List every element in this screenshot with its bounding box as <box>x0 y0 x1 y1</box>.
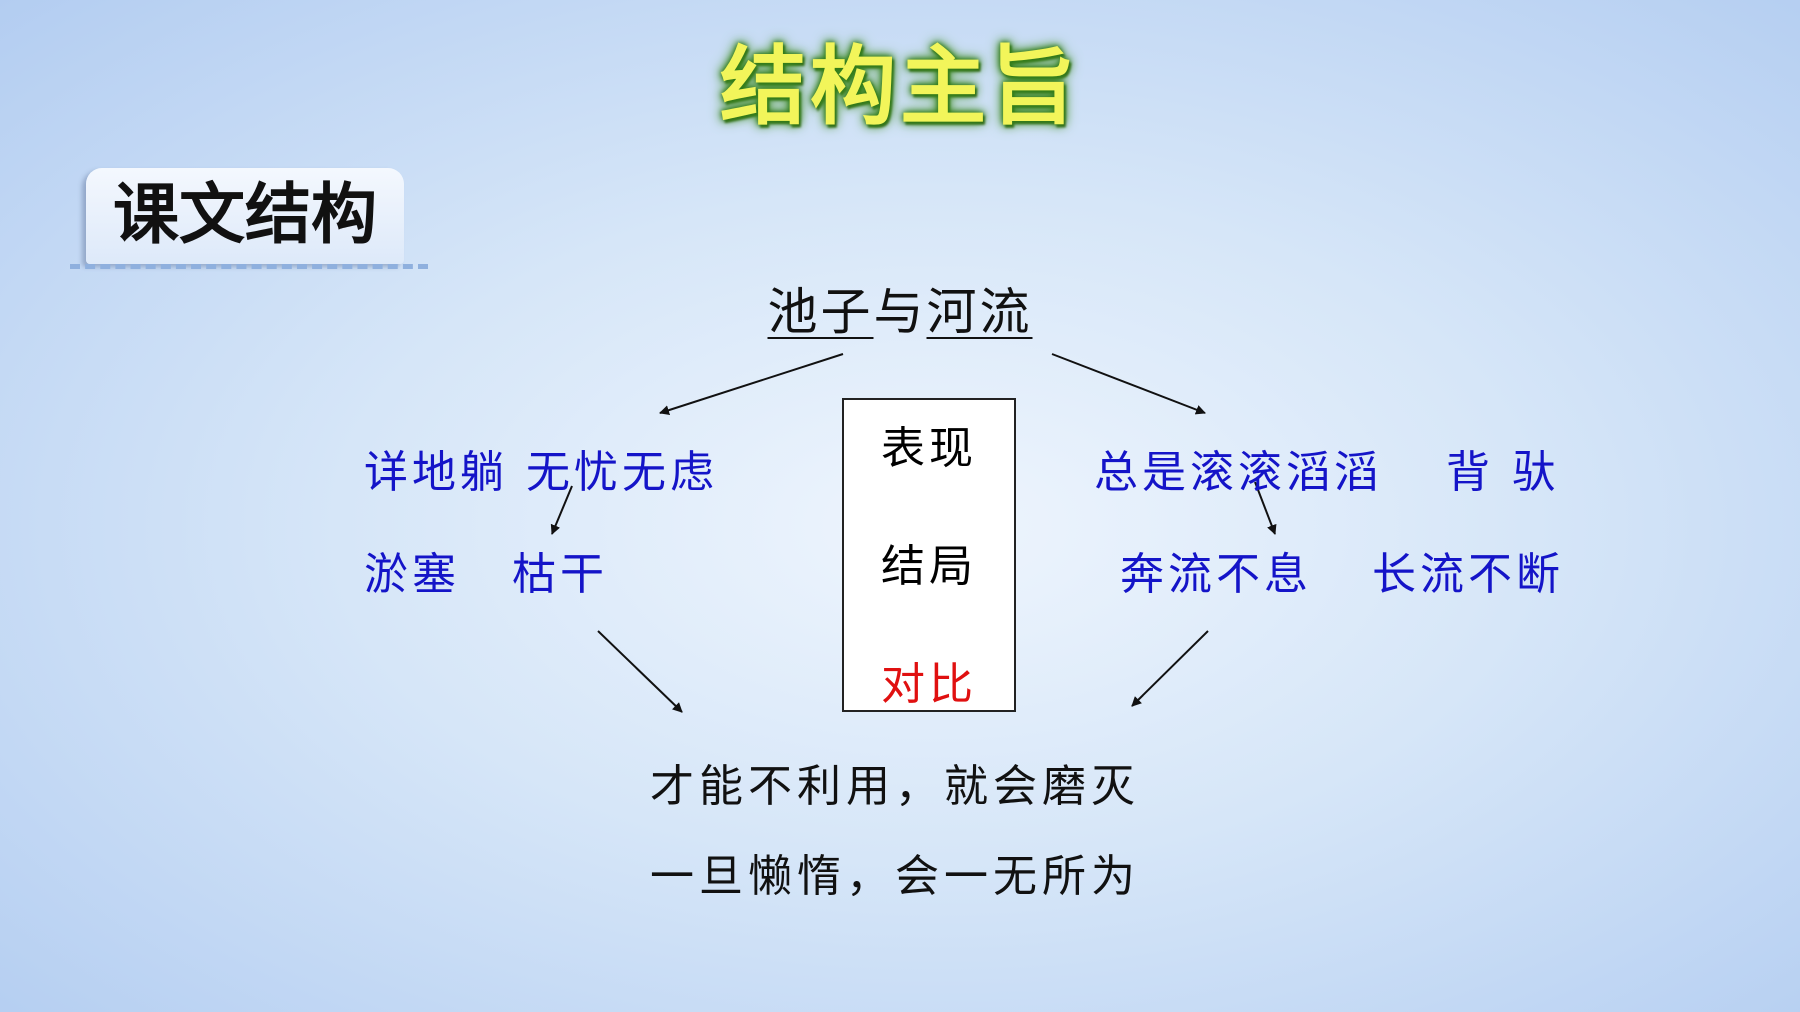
slide-title: 结构主旨 <box>720 37 1080 137</box>
arrow-left-down <box>550 485 573 535</box>
lesson-title-pond: 池子 <box>767 283 874 341</box>
pond-result-silted: 淤塞 <box>364 549 460 600</box>
section-tab: 课文结构 <box>86 168 404 264</box>
river-result-endless: 长流不断 <box>1372 549 1564 600</box>
arrow-title-to-right <box>1051 353 1206 415</box>
arrow-left-to-conclusion <box>597 630 683 713</box>
box-label-contrast: 对比 <box>881 659 977 710</box>
arrow-right-down <box>1254 481 1277 535</box>
section-tab-underline <box>70 264 428 269</box>
conclusion-line-2: 一旦懒惰，会一无所为 <box>650 851 1140 902</box>
contrast-box: 表现 结局 对比 <box>842 398 1016 712</box>
lesson-title-and: 与 <box>873 283 927 341</box>
river-description: 总是滚滚滔滔 <box>1094 447 1382 498</box>
arrow-right-to-conclusion <box>1131 630 1209 707</box>
river-result-flowing: 奔流不息 <box>1120 549 1312 600</box>
box-label-expression: 表现 <box>881 423 977 474</box>
river-carry: 背 驮 <box>1446 447 1560 498</box>
lesson-title: 池子与河流 <box>700 272 1100 344</box>
pond-description: 详地躺 无忧无虑 <box>364 447 718 498</box>
box-label-outcome: 结局 <box>881 541 977 592</box>
arrow-title-to-left <box>659 353 844 415</box>
pond-result-dried: 枯干 <box>512 549 608 600</box>
conclusion-line-1: 才能不利用，就会磨灭 <box>650 761 1140 812</box>
lesson-title-river: 河流 <box>926 283 1033 341</box>
section-tab-label: 课文结构 <box>113 176 377 253</box>
